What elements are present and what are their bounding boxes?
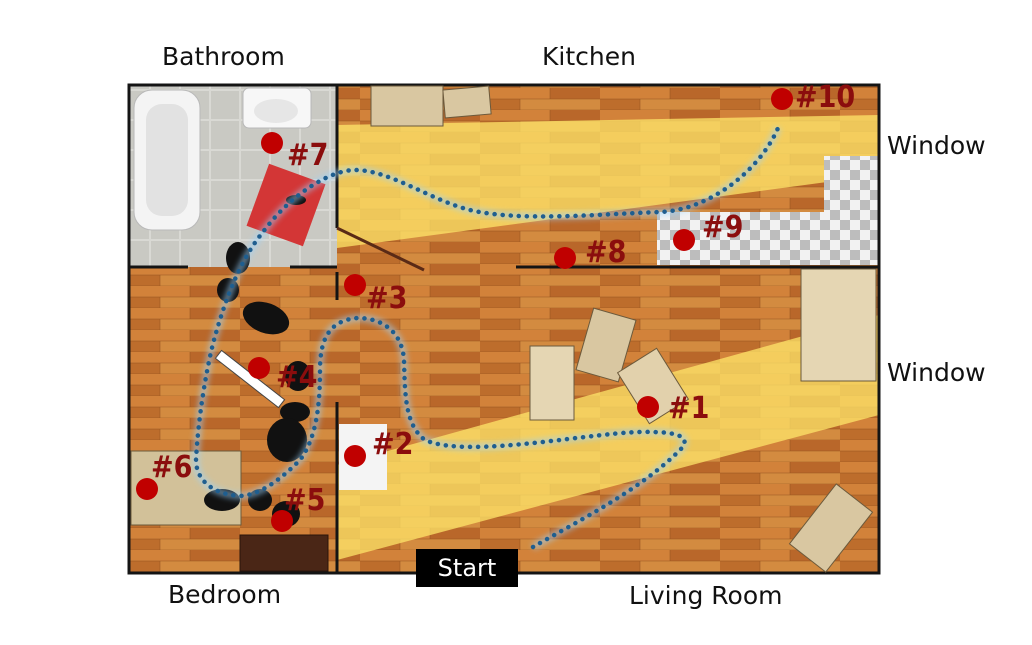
marker-6-label: #6 (151, 450, 192, 485)
marker-9-label: #9 (702, 210, 743, 245)
sink (242, 87, 312, 129)
marker-10-dot (771, 88, 793, 110)
window-label-lower: Window (887, 358, 986, 387)
marker-4-dot (248, 357, 270, 379)
marker-1-label: #1 (668, 391, 709, 426)
marker-2-dot (344, 445, 366, 467)
door-kitchen (336, 226, 425, 272)
dotted-path (193, 125, 781, 550)
marker-8-label: #8 (585, 235, 626, 270)
bathtub (133, 89, 201, 231)
marker-3-label: #3 (366, 281, 407, 316)
living-box-1 (575, 307, 637, 383)
start-label: Start (416, 549, 518, 587)
marker-4-label: #4 (276, 360, 317, 395)
living-box-5 (788, 483, 874, 573)
marker-10-label: #10 (795, 80, 855, 115)
marker-7-dot (261, 132, 283, 154)
marker-6-dot (136, 478, 158, 500)
marker-7-label: #7 (287, 138, 328, 173)
marker-5-label: #5 (284, 483, 325, 518)
marker-3-dot (344, 274, 366, 296)
living-box-3 (616, 347, 690, 425)
kitchen-box-2 (442, 85, 492, 119)
window-label-upper: Window (887, 131, 986, 160)
marker-1-dot (637, 396, 659, 418)
kitchen-box-1 (370, 85, 444, 127)
markers: #1 #2 #3 #4 #5 #6 #7 #8 #9 #10 (136, 80, 855, 532)
marker-9-dot (673, 229, 695, 251)
bedroom-dresser (239, 534, 329, 572)
living-box-4 (800, 268, 877, 382)
room-label-living-room: Living Room (629, 581, 783, 610)
marker-2-label: #2 (372, 427, 413, 462)
marker-8-dot (554, 247, 576, 269)
kitchen-tile-area (657, 156, 879, 265)
living-box-2 (529, 345, 575, 421)
room-label-kitchen: Kitchen (542, 42, 636, 71)
marker-5-dot (271, 510, 293, 532)
room-label-bathroom: Bathroom (162, 42, 285, 71)
room-label-bedroom: Bedroom (168, 580, 282, 609)
kitchen-light-beam (337, 115, 879, 248)
